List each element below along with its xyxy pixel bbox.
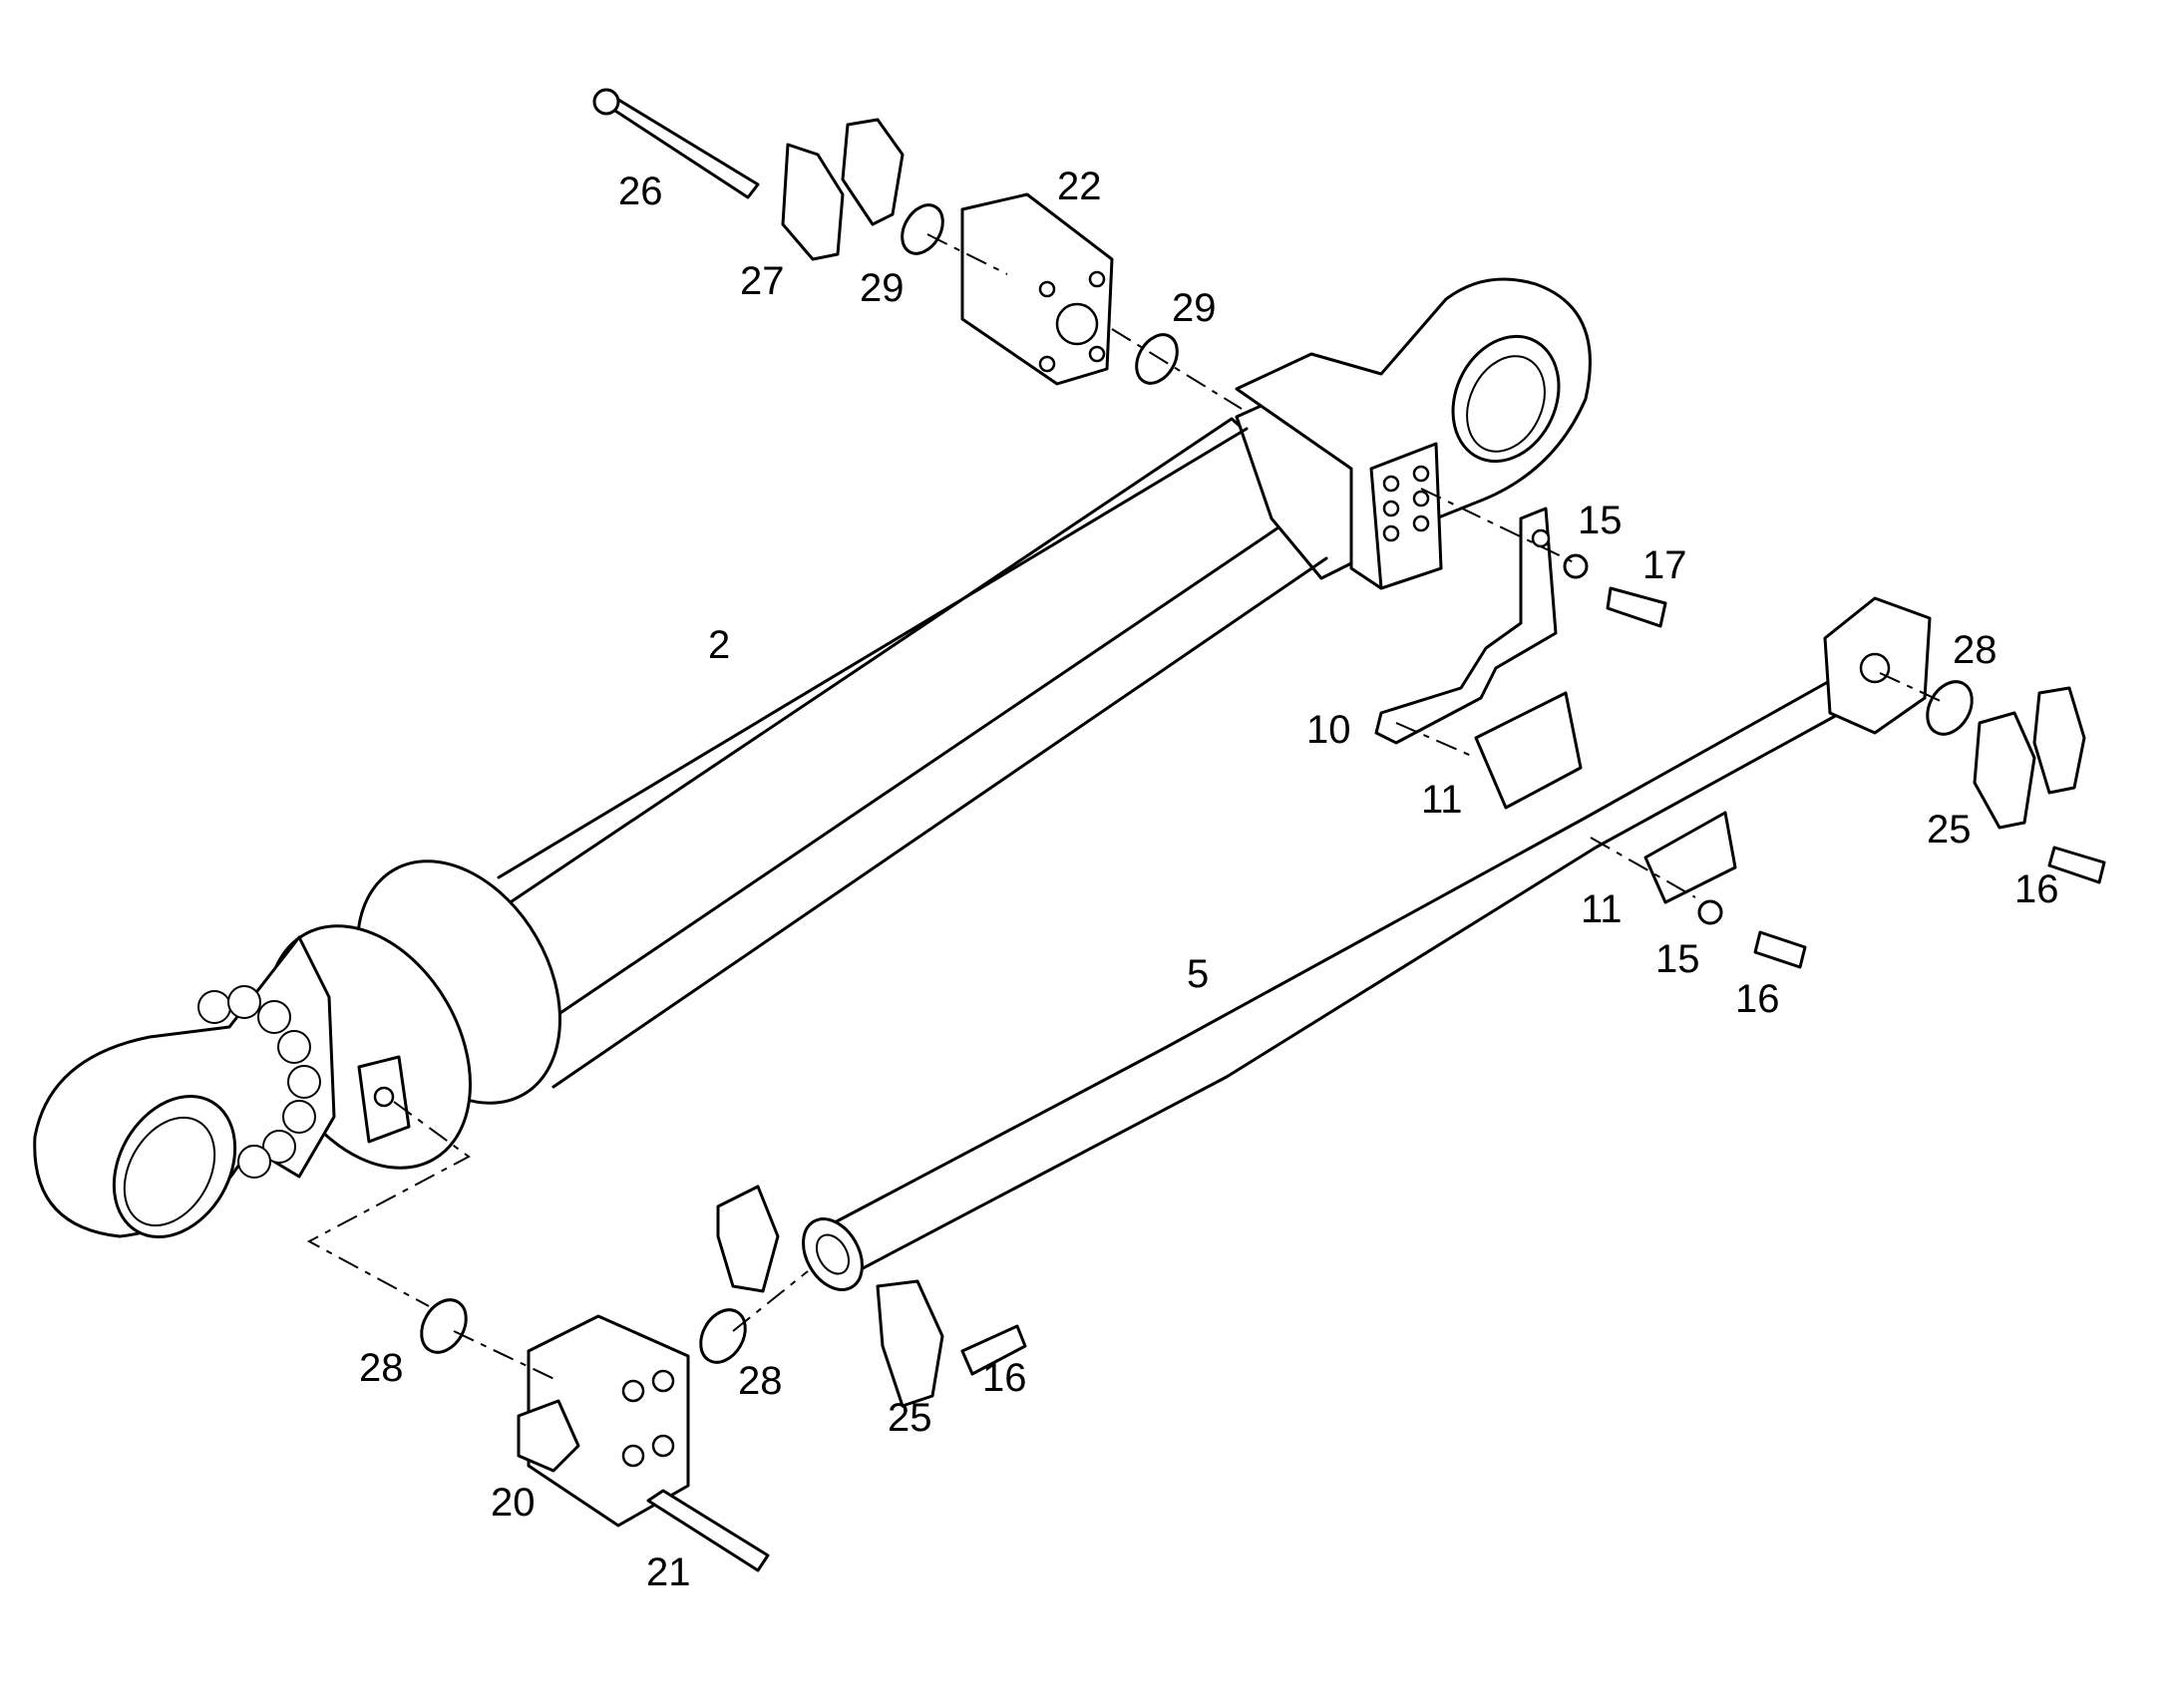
part-22-block: [960, 192, 1114, 386]
part-25-flange-half-bottom-b: [876, 1279, 944, 1408]
callout-25-right: 25: [1927, 808, 1972, 852]
callout-28-right: 28: [1953, 628, 1998, 672]
part-17-screw: [1606, 586, 1667, 628]
callout-10: 10: [1306, 708, 1351, 752]
part-25-flange-half-bottom-a: [716, 1185, 780, 1293]
callout-15-lower: 15: [1655, 937, 1700, 981]
part-28-o-ring-lower-left: [420, 1298, 468, 1354]
callout-11-lower: 11: [1581, 887, 1623, 931]
callout-16-right: 16: [2014, 867, 2059, 911]
callout-2: 2: [708, 623, 730, 667]
part-16-screw-mid: [1753, 930, 1807, 969]
part-21-bolt: [646, 1489, 770, 1572]
callout-20: 20: [491, 1481, 536, 1525]
callout-16-bottom: 16: [982, 1356, 1027, 1400]
part-29-o-ring-lower: [1135, 333, 1179, 385]
part-20-valve-block: [517, 1314, 690, 1528]
cylinder-head-eye: [1235, 277, 1592, 590]
callout-11-upper: 11: [1421, 778, 1463, 822]
callout-25-bottom: 25: [888, 1396, 932, 1440]
part-15-washer-lower: [1697, 899, 1723, 925]
callout-15-upper: 15: [1578, 499, 1623, 542]
part-25-flange-half-right-b: [2032, 686, 2086, 795]
part-26-bolt: [592, 88, 760, 199]
cylinder-rod-end-eye: [33, 935, 411, 1239]
part-11-clamp-upper: [1474, 691, 1583, 810]
callout-17: 17: [1642, 543, 1687, 587]
callout-22: 22: [1057, 165, 1102, 208]
hydraulic-tube: [802, 596, 1932, 1291]
callout-labels: 26 27 29 22 29 15 17 2 28 10 11 25 16 11…: [359, 165, 2059, 1594]
part-16-screw-bottom: [960, 1324, 1027, 1376]
callout-29-upper: 29: [860, 266, 905, 310]
part-11-clamp-lower: [1643, 811, 1737, 904]
callout-28-lower-left: 28: [359, 1346, 404, 1390]
part-27b-flange-half: [841, 118, 905, 226]
assembly-lines: [306, 233, 1946, 1382]
part-16-screw-right: [2047, 846, 2106, 884]
callout-28-lower-mid: 28: [738, 1359, 783, 1403]
part-27-flange-half: [781, 143, 845, 261]
callout-16-mid: 16: [1735, 977, 1780, 1021]
part-28-o-ring-lower-mid: [699, 1308, 747, 1364]
callout-5: 5: [1187, 952, 1209, 996]
callout-27: 27: [740, 259, 785, 303]
part-29-o-ring-upper: [901, 203, 944, 255]
part-25-flange-half-right-a: [1973, 711, 2036, 830]
callout-21: 21: [646, 1550, 691, 1594]
part-28-o-ring-right: [1926, 680, 1974, 736]
callout-26: 26: [618, 170, 663, 213]
callout-29-lower: 29: [1172, 286, 1217, 330]
